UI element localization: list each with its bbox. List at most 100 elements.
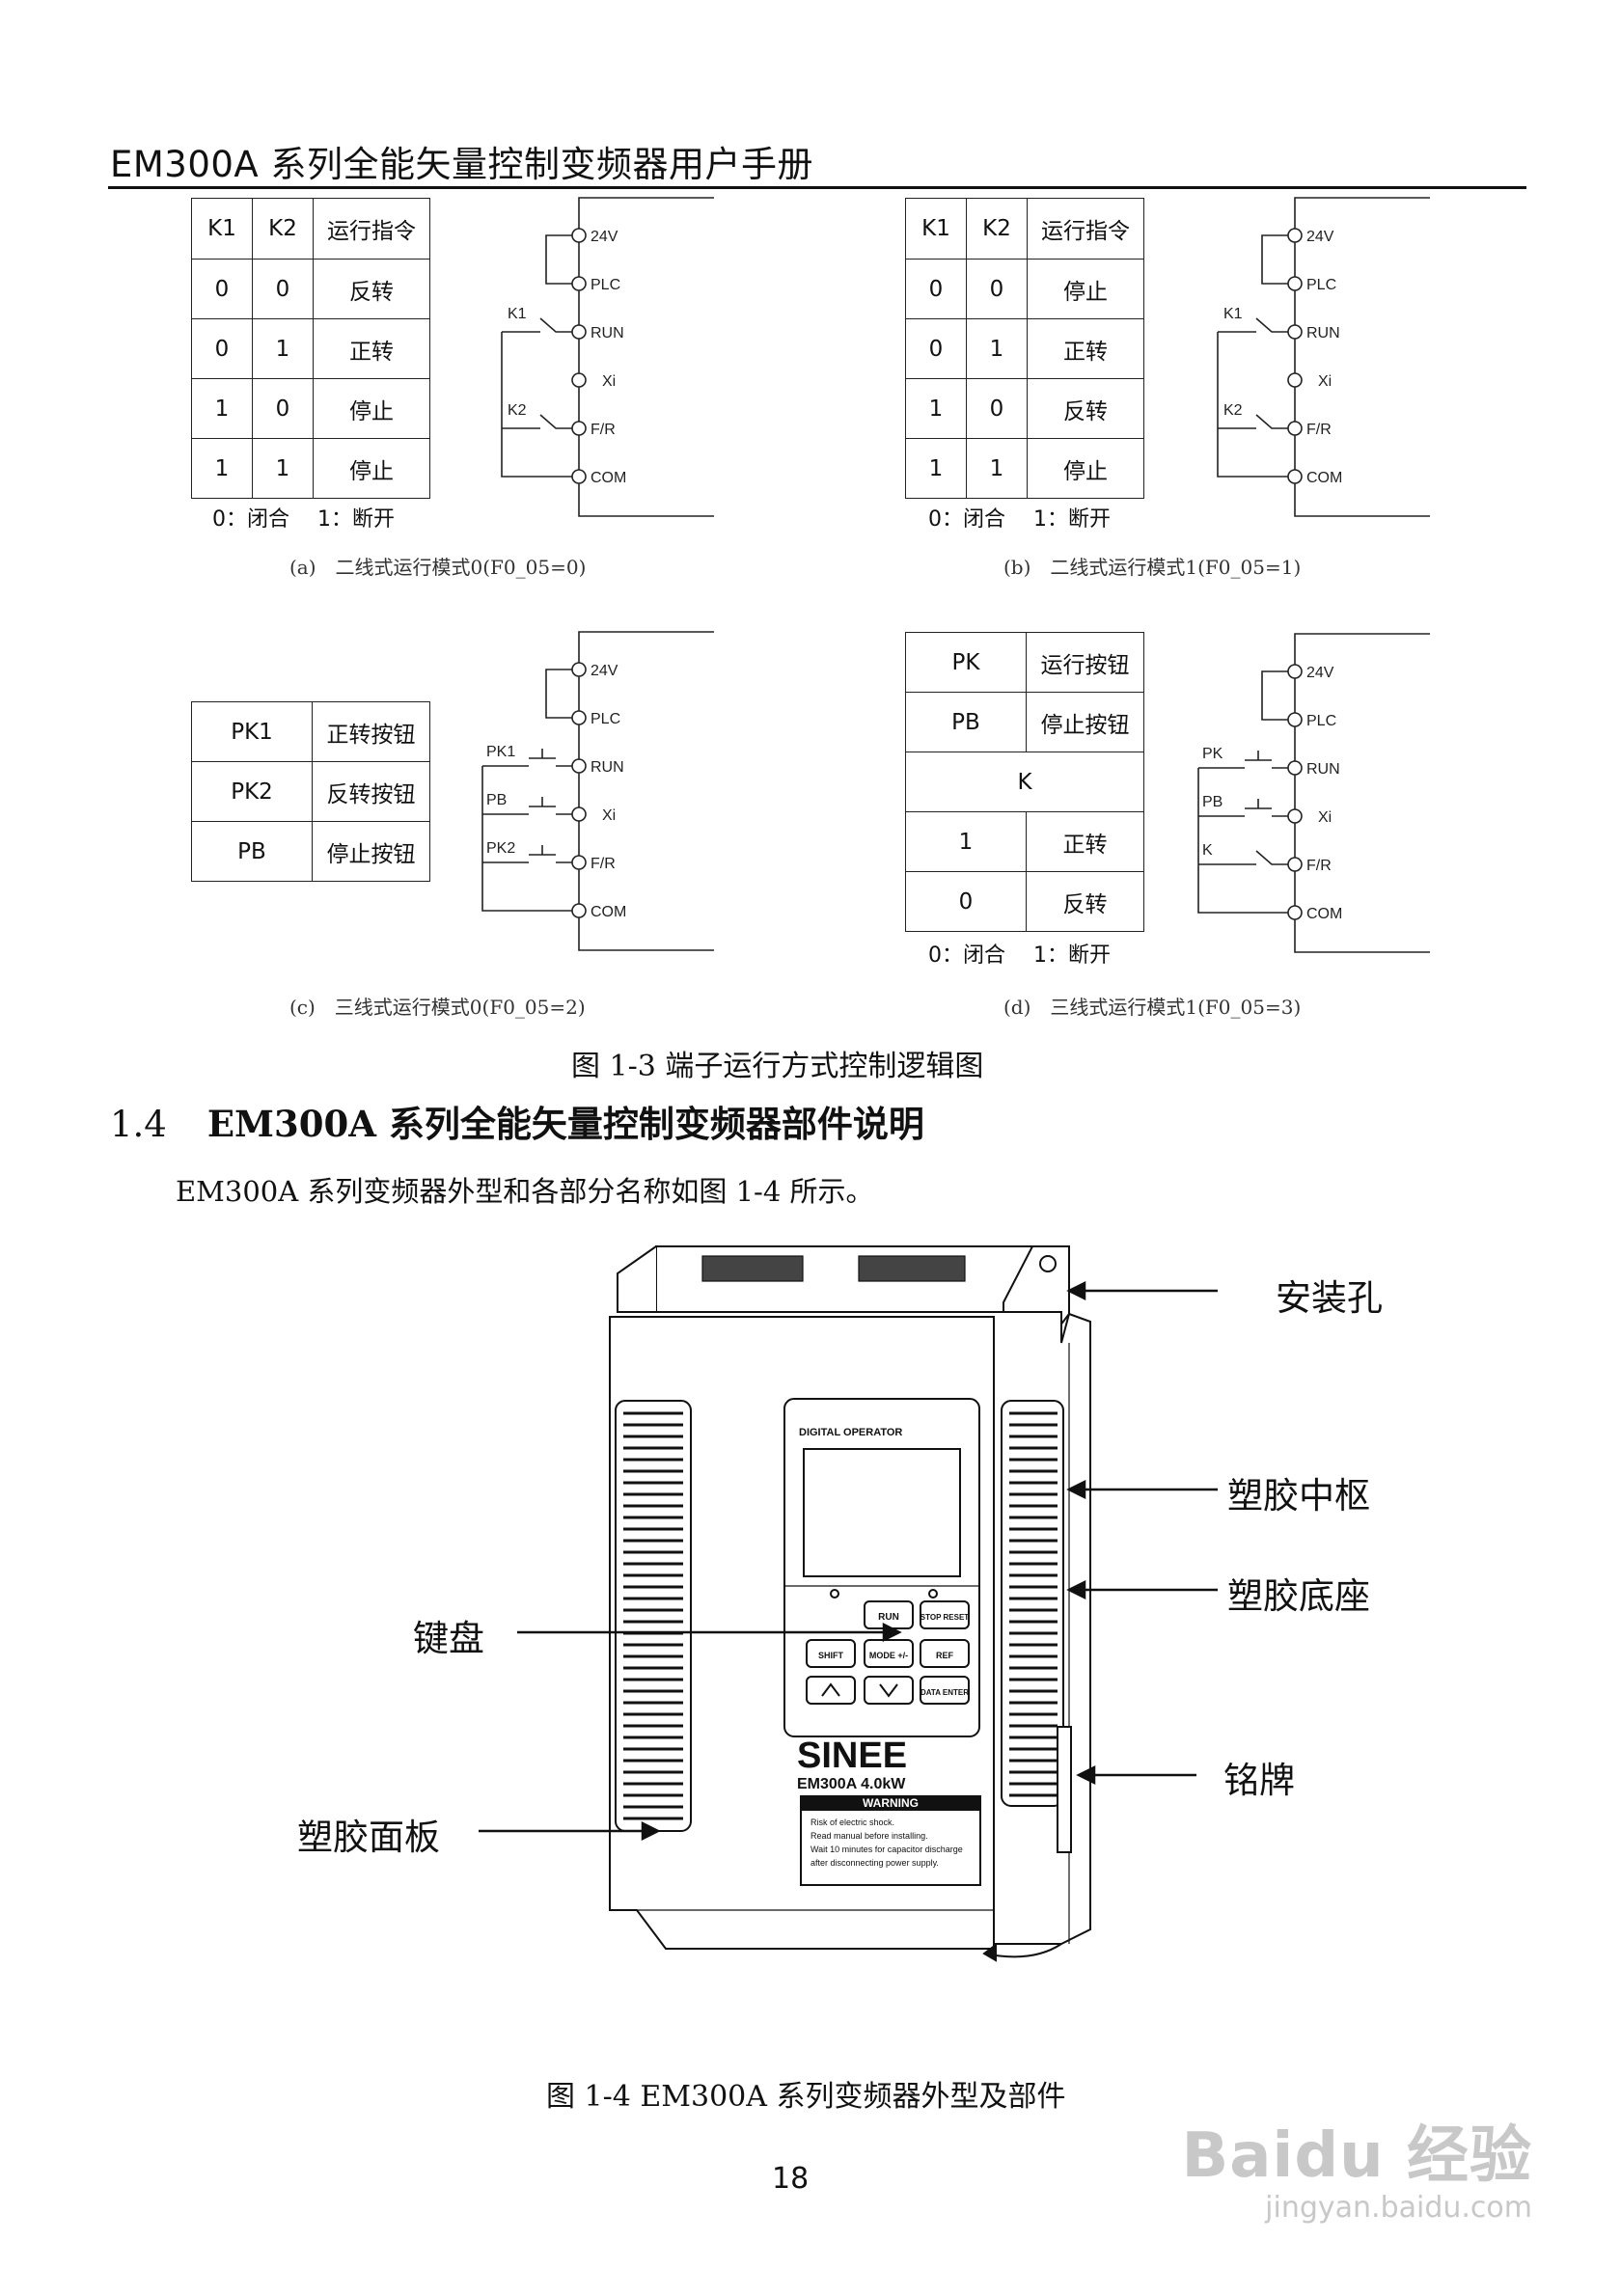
table-header-cell: K	[905, 752, 1144, 812]
ref-key	[920, 1639, 970, 1668]
table-header-cell: 运行指令	[1027, 198, 1144, 260]
nameplate-slot	[1057, 1726, 1072, 1853]
terminal-xi-label: Xi	[1318, 809, 1332, 826]
figure-1-4-caption: 图 1-4 EM300A 系列变频器外型及部件	[546, 2080, 1066, 2114]
warning-line: Wait 10 minutes for capacitor discharge	[810, 1845, 963, 1854]
terminal-plc-label: PLC	[591, 277, 620, 293]
data-enter-key	[920, 1676, 970, 1705]
table-cell: 0	[905, 871, 1027, 932]
table-cell: 1	[191, 438, 253, 499]
page-number: 18	[772, 2162, 810, 2196]
terminal-com-label: COM	[591, 470, 626, 486]
callout-keypad: 键盘	[413, 1618, 484, 1659]
down-arrow-icon	[879, 1683, 898, 1698]
terminal-plc-label: PLC	[591, 711, 620, 727]
terminal-run-label: RUN	[1306, 325, 1340, 342]
figure-1-3-caption: 图 1-3 端子运行方式控制逻辑图	[571, 1050, 984, 1083]
stop-key-label: STOP RESET	[920, 1613, 970, 1622]
table-cell: 反转	[1027, 378, 1144, 439]
shift-key-label: SHIFT	[818, 1651, 844, 1660]
terminal-fr-label: F/R	[591, 422, 616, 438]
watermark: Baidu 经验 jingyan.baidu.com	[1181, 2106, 1532, 2225]
table-header-cell: K2	[966, 198, 1028, 260]
callout-plastic-middle: 塑胶中枢	[1227, 1475, 1370, 1517]
diagram-b-note: 0：闭合 1：断开	[928, 507, 1111, 532]
switch-label: K2	[508, 402, 527, 419]
diagram-c-table: PK1 正转按钮 PK2 反转按钮 PB 停止按钮	[191, 701, 430, 882]
top-vent	[701, 1255, 966, 1282]
table-cell: 0	[252, 378, 314, 439]
terminal-xi-label: Xi	[1318, 373, 1332, 390]
watermark-url: jingyan.baidu.com	[1265, 2191, 1532, 2225]
warning-line: Read manual before installing.	[810, 1831, 928, 1841]
table-cell: 停止按钮	[1026, 692, 1144, 752]
diagram-b-wiring: 24V PLC RUN Xi F/R COM K1 K2	[1217, 197, 1430, 517]
table-cell: 停止	[1027, 438, 1144, 499]
operator-label: DIGITAL OPERATOR	[799, 1427, 902, 1438]
diagram-a-wiring: 24V PLC RUN Xi F/R COM K1 K2	[501, 197, 714, 517]
table-cell: 1	[252, 318, 314, 379]
brand-logo: SINEE	[797, 1736, 907, 1776]
table-header-cell: K1	[191, 198, 253, 260]
diagram-d-table: PK 运行按钮 PB 停止按钮 K 1 正转 0 反转	[905, 632, 1144, 932]
table-cell: 0	[966, 378, 1028, 439]
table-cell: 正转	[313, 318, 430, 379]
table-cell: PK	[905, 632, 1027, 693]
callout-plastic-panel: 塑胶面板	[297, 1817, 440, 1858]
table-cell: 反转按钮	[312, 761, 430, 822]
terminal-com-label: COM	[1306, 470, 1342, 486]
diagram-a-caption: (a) 二线式运行模式0(F0_05=0)	[289, 556, 587, 579]
table-cell: 正转	[1026, 811, 1144, 872]
table-cell: 0	[191, 259, 253, 319]
stop-reset-key	[920, 1600, 970, 1629]
mounting-hole	[1039, 1255, 1057, 1272]
diagram-d-note: 0：闭合 1：断开	[928, 943, 1111, 968]
table-cell: 0	[905, 259, 967, 319]
diagram-d-caption: (d) 三线式运行模式1(F0_05=3)	[1003, 996, 1302, 1019]
down-key	[864, 1676, 914, 1705]
terminal-24v-label: 24V	[1306, 229, 1334, 245]
table-cell: 正转	[1027, 318, 1144, 379]
table-cell: 反转	[313, 259, 430, 319]
diagram-a-note: 0：闭合 1：断开	[212, 507, 395, 532]
switch-label: K1	[508, 306, 527, 322]
switch-label: K	[1202, 842, 1213, 859]
table-cell: 停止按钮	[312, 821, 430, 882]
diagram-c-wiring: 24V PLC RUN Xi F/R COM PK1 PB PK2	[481, 631, 714, 951]
ref-key-label: REF	[936, 1651, 954, 1660]
switch-label: PB	[486, 792, 507, 808]
switch-label: PK	[1202, 746, 1223, 762]
table-cell: 1	[191, 378, 253, 439]
diagram-a-table: K1 K2 运行指令 0 0 反转 0 1 正转 1 0 停止 1 1 停止	[191, 198, 430, 499]
warning-line: Risk of electric shock.	[810, 1818, 894, 1827]
callout-mounting-hole: 安装孔	[1276, 1277, 1383, 1319]
page-header-title: EM300A 系列全能矢量控制变频器用户手册	[110, 144, 813, 185]
table-cell: 1	[905, 378, 967, 439]
switch-label: PK2	[486, 840, 515, 857]
terminal-fr-label: F/R	[1306, 858, 1332, 874]
terminal-24v-label: 24V	[591, 663, 618, 679]
table-cell: 1	[252, 438, 314, 499]
table-header-cell: 运行指令	[313, 198, 430, 260]
switch-label: K1	[1223, 306, 1243, 322]
up-key	[806, 1676, 856, 1705]
table-cell: 0	[252, 259, 314, 319]
terminal-24v-label: 24V	[591, 229, 618, 245]
section-title: EM300A 系列全能矢量控制变频器部件说明	[206, 1103, 924, 1145]
table-cell: 停止	[313, 438, 430, 499]
terminal-xi-label: Xi	[602, 373, 616, 390]
callout-nameplate: 铭牌	[1223, 1760, 1295, 1801]
shift-key	[806, 1639, 856, 1668]
header-rule	[108, 186, 1526, 189]
warning-label	[800, 1795, 981, 1886]
terminal-com-label: COM	[591, 904, 626, 920]
table-cell: 1	[905, 811, 1027, 872]
callout-plastic-base: 塑胶底座	[1227, 1575, 1370, 1617]
switch-label: PK1	[486, 744, 515, 760]
up-arrow-icon	[821, 1682, 840, 1697]
table-cell: 正转按钮	[312, 701, 430, 762]
terminal-xi-label: Xi	[602, 807, 616, 824]
terminal-fr-label: F/R	[1306, 422, 1332, 438]
mode-key-label: MODE +/-	[869, 1651, 908, 1660]
table-cell: PK1	[191, 701, 313, 762]
